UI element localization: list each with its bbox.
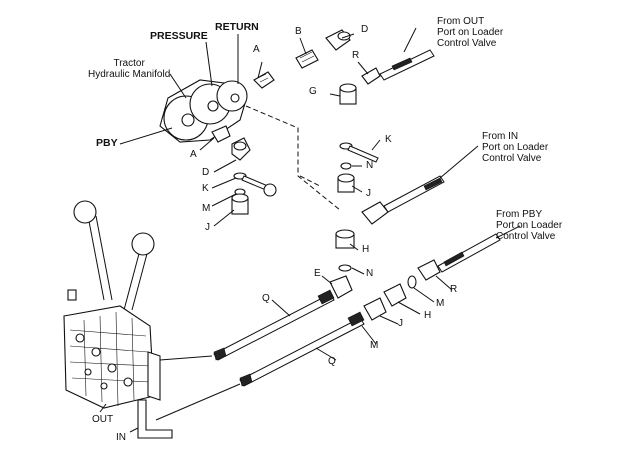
M-low-leader bbox=[413, 287, 435, 303]
callout-J-low: J bbox=[398, 318, 403, 329]
J-right-leader bbox=[351, 185, 363, 193]
out-leader bbox=[99, 403, 107, 413]
D-top-leader bbox=[341, 33, 355, 39]
callout-A-left: A bbox=[190, 149, 197, 160]
callout-N-mid: N bbox=[366, 268, 374, 279]
callout-J-left: J bbox=[205, 222, 210, 233]
B-leader bbox=[299, 37, 307, 55]
from-pby-label: From PBY Port on Loader Control Valve bbox=[496, 209, 563, 242]
fitting-J-left bbox=[231, 193, 249, 215]
loader-control-valve bbox=[63, 200, 173, 439]
from-in-leader bbox=[439, 145, 479, 179]
callout-G: G bbox=[309, 86, 317, 97]
callout-H-mid: H bbox=[362, 244, 370, 255]
pby-leader bbox=[119, 127, 173, 145]
manifold-leader bbox=[169, 73, 187, 99]
K-left-leader bbox=[211, 177, 237, 189]
pressure-label: PRESSURE bbox=[150, 30, 208, 42]
G-leader bbox=[329, 93, 341, 97]
A-top-leader bbox=[257, 61, 263, 79]
fitting-D-top bbox=[325, 29, 351, 51]
fitting-H-low bbox=[383, 283, 407, 307]
fitting-K-right bbox=[339, 142, 379, 163]
out-label: OUT bbox=[92, 414, 114, 425]
fitting-G bbox=[339, 83, 357, 105]
callout-E: E bbox=[314, 268, 321, 279]
from-out-leader bbox=[403, 27, 417, 53]
H-mid-leader bbox=[349, 243, 359, 251]
callout-H-low: H bbox=[424, 310, 432, 321]
J-left-leader bbox=[213, 209, 235, 227]
elbow-fitting bbox=[361, 201, 389, 225]
callout-D-top: D bbox=[361, 24, 369, 35]
return-label: RETURN bbox=[215, 21, 259, 33]
fitting-H-mid bbox=[335, 229, 355, 249]
J-low-leader bbox=[379, 315, 399, 325]
M-left-leader bbox=[211, 193, 237, 207]
fitting-D-left bbox=[231, 137, 251, 161]
fitting-A-left bbox=[211, 125, 231, 143]
tractor-hydraulic-manifold-label: Tractor Hydraulic Manifold bbox=[88, 58, 171, 80]
H-low-leader bbox=[397, 301, 421, 315]
N-mid-leader bbox=[351, 267, 365, 275]
hose-from-pby-port bbox=[437, 233, 501, 273]
callout-K-right: K bbox=[385, 134, 392, 145]
in-leader bbox=[129, 427, 139, 433]
from-pby-leader bbox=[495, 225, 521, 239]
valve-connection-upper bbox=[159, 355, 213, 361]
fitting-R-top bbox=[361, 67, 381, 85]
from-in-label: From IN Port on Loader Control Valve bbox=[482, 131, 549, 164]
callout-R-low: R bbox=[450, 284, 458, 295]
fitting-B bbox=[295, 49, 319, 69]
callout-Q-lower: Q bbox=[328, 356, 336, 367]
fitting-J-low bbox=[363, 297, 387, 321]
R-top-leader bbox=[357, 61, 369, 75]
fitting-N-mid bbox=[338, 264, 352, 272]
tractor-hydraulic-manifold bbox=[159, 79, 248, 143]
callout-J-right: J bbox=[366, 188, 371, 199]
Q-upper-leader bbox=[271, 299, 291, 317]
fitting-K-left bbox=[233, 172, 277, 197]
callout-K-left: K bbox=[202, 183, 209, 194]
A-left-leader bbox=[199, 137, 215, 151]
fitting-R-low bbox=[417, 259, 441, 281]
M-bottom-leader bbox=[361, 325, 377, 345]
callout-B: B bbox=[295, 26, 302, 37]
fitting-A-top bbox=[253, 71, 275, 89]
dashed-routing-branch bbox=[299, 175, 321, 187]
hose-from-in-port bbox=[383, 175, 445, 213]
Q-lower-leader bbox=[315, 347, 337, 361]
hose-Q-lower bbox=[239, 311, 365, 387]
hose-from-out-port bbox=[379, 49, 435, 81]
fitting-N-right bbox=[340, 162, 352, 170]
from-out-label: From OUT Port on Loader Control Valve bbox=[437, 16, 504, 49]
fitting-E bbox=[329, 275, 353, 299]
callout-A-top: A bbox=[253, 44, 260, 55]
dashed-routing-return bbox=[245, 105, 341, 211]
pressure-leader bbox=[205, 41, 213, 87]
callout-M-bottom: M bbox=[370, 340, 379, 351]
fitting-M-low bbox=[407, 275, 417, 289]
callout-R-top: R bbox=[352, 50, 360, 61]
callout-M-left: M bbox=[202, 203, 211, 214]
callout-D-left: D bbox=[202, 167, 210, 178]
callout-N-right: N bbox=[366, 160, 374, 171]
callout-M-low: M bbox=[436, 298, 445, 309]
E-leader bbox=[321, 275, 333, 285]
in-label: IN bbox=[116, 432, 126, 443]
R-low-leader bbox=[435, 275, 453, 291]
K-right-leader bbox=[371, 139, 381, 151]
D-left-leader bbox=[213, 159, 237, 173]
pby-label: PBY bbox=[96, 137, 118, 149]
callout-Q-upper: Q bbox=[262, 293, 270, 304]
fitting-J-right bbox=[337, 173, 355, 193]
valve-connection-lower bbox=[155, 383, 241, 421]
hose-Q-upper bbox=[213, 289, 335, 361]
